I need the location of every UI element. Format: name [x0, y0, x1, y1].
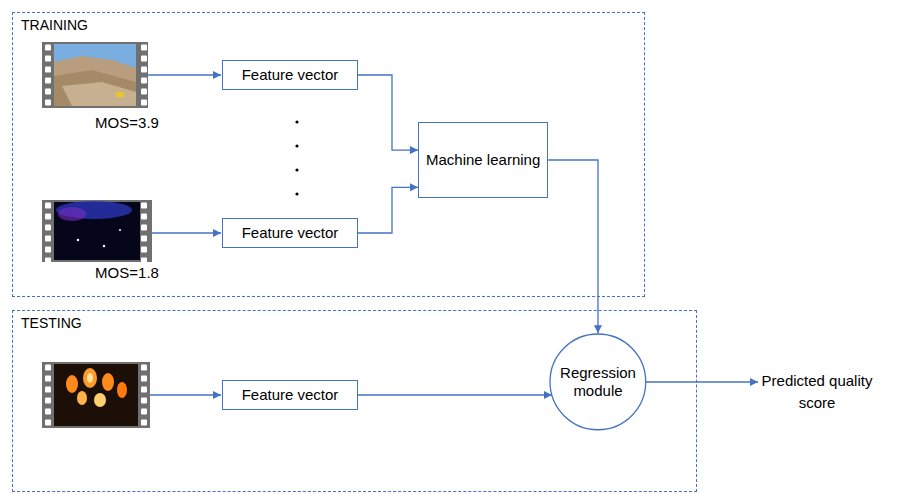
- video-thumbnail: [42, 42, 148, 108]
- node-label: Machine learning: [426, 151, 540, 170]
- testing-region: Feature vector Regression module TESTING: [12, 310, 697, 492]
- mos-label: MOS=3.9: [82, 112, 172, 134]
- ellipsis-dot: [295, 120, 298, 123]
- feature-box: Feature vector: [222, 380, 358, 410]
- regression-circle: Regression module: [549, 333, 647, 431]
- flow-arrow: [548, 160, 598, 333]
- output-label: Predicted quality score: [752, 370, 882, 414]
- node-label: Feature vector: [242, 66, 339, 85]
- node-label: Feature vector: [242, 386, 339, 405]
- feature-box: Feature vector: [222, 60, 358, 90]
- input-arrow: [148, 74, 221, 75]
- node-label: Feature vector: [242, 224, 339, 243]
- node-label: Regression module: [558, 364, 638, 400]
- input-arrow: [152, 232, 221, 233]
- training-region: Feature vectorFeature vectorMachine lear…: [12, 12, 645, 297]
- ellipsis-dot: [295, 168, 298, 171]
- video-thumbnail: [42, 362, 150, 428]
- mos-label: MOS=1.8: [82, 262, 172, 284]
- flow-arrow: [358, 187, 418, 233]
- flow-arrow: [358, 75, 418, 150]
- region-title: TESTING: [21, 315, 82, 331]
- feature-box: Feature vector: [222, 218, 358, 248]
- region-title: TRAINING: [21, 17, 88, 33]
- output-arrow: [644, 381, 758, 382]
- video-thumbnail: [42, 200, 152, 262]
- flow-arrow: [358, 394, 552, 395]
- input-arrow: [150, 394, 221, 395]
- ellipsis-dot: [295, 192, 298, 195]
- process-box: Machine learning: [418, 122, 548, 198]
- ellipsis-dot: [295, 144, 298, 147]
